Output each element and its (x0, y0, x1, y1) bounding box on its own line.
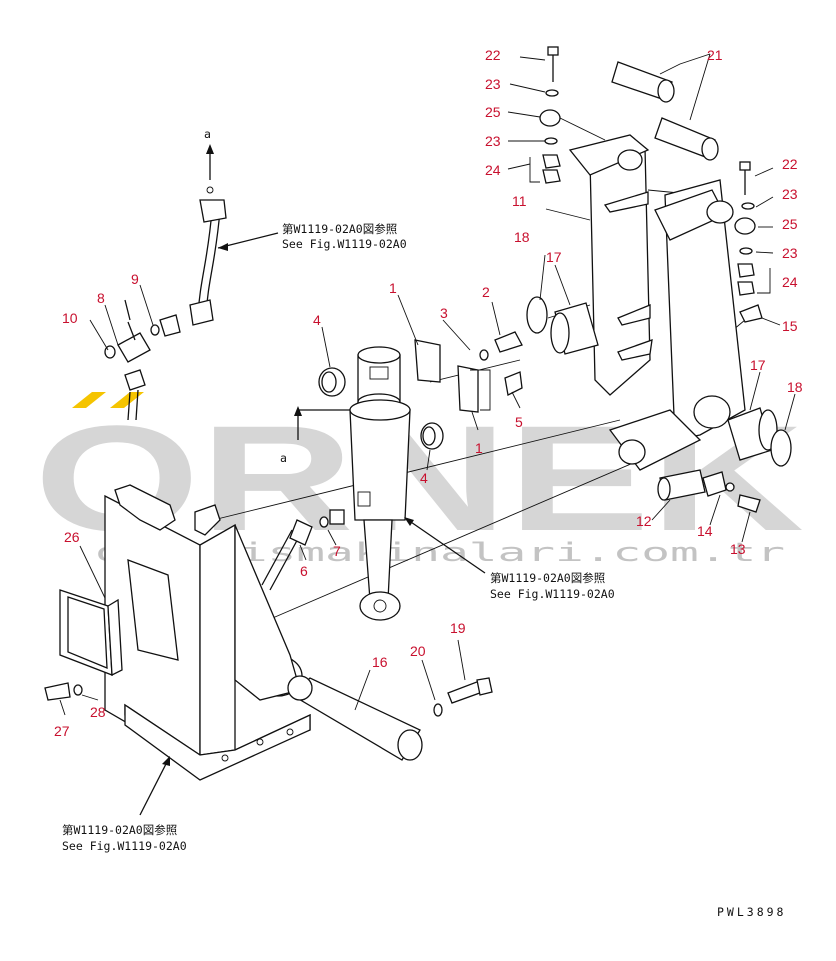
callout-4: 4 (420, 470, 428, 486)
callout-2: 2 (482, 284, 490, 300)
callout-9: 9 (131, 271, 139, 287)
callout-26: 26 (64, 529, 80, 545)
callout-25: 25 (485, 104, 501, 120)
pins-21 (611, 61, 719, 161)
ref-top-en: See Fig.W1119-02A0 (282, 237, 407, 251)
callout-13: 13 (730, 541, 746, 557)
cylinder (349, 346, 411, 621)
callout-24: 24 (782, 274, 798, 290)
leader-lines (59, 53, 796, 716)
ref-mid-en: See Fig.W1119-02A0 (490, 587, 615, 601)
arms (568, 134, 746, 471)
callout-16: 16 (372, 654, 388, 670)
reference-arrows (139, 144, 486, 816)
callout-24: 24 (485, 162, 501, 178)
callout-8: 8 (97, 290, 105, 306)
callout-1: 1 (389, 280, 397, 296)
ref-top-jp: 第W1119-02A0図参照 (282, 222, 397, 236)
callout-25: 25 (782, 216, 798, 232)
callout-28: 28 (90, 704, 106, 720)
reference-labels: 第W1119-02A0図参照 See Fig.W1119-02A0 第W1119… (62, 127, 786, 919)
callout-22: 22 (485, 47, 501, 63)
callout-14: 14 (697, 523, 713, 539)
watermark-accent (72, 392, 106, 408)
callout-18: 18 (787, 379, 803, 395)
callout-23: 23 (782, 186, 798, 202)
callout-numbers: 22 23 25 23 24 11 18 17 21 22 23 25 23 2… (54, 47, 803, 739)
callout-11: 11 (512, 193, 527, 209)
callout-23: 23 (485, 133, 501, 149)
ref-mid-jp: 第W1119-02A0図参照 (490, 571, 605, 585)
callout-20: 20 (410, 643, 426, 659)
bushings (526, 296, 792, 467)
callout-22: 22 (782, 156, 798, 172)
pin-16 (287, 675, 423, 761)
guard-plate (59, 559, 179, 677)
callout-27: 27 (54, 723, 70, 739)
callout-1: 1 (475, 440, 483, 456)
callout-5: 5 (515, 414, 523, 430)
callout-12: 12 (636, 513, 652, 529)
dust-seals (318, 367, 444, 450)
callout-7: 7 (333, 543, 341, 559)
callout-15: 15 (782, 318, 798, 334)
connection-letter-a: a (204, 127, 211, 141)
connection-letter-a: a (280, 451, 287, 465)
ref-bot-en: See Fig.W1119-02A0 (62, 839, 187, 853)
callout-6: 6 (300, 563, 308, 579)
callout-19: 19 (450, 620, 466, 636)
callout-21: 21 (707, 47, 723, 63)
callout-4: 4 (313, 312, 321, 328)
callout-10: 10 (62, 310, 78, 326)
callout-23: 23 (485, 76, 501, 92)
callout-3: 3 (440, 305, 448, 321)
callout-18: 18 (514, 229, 530, 245)
callout-17: 17 (546, 249, 562, 265)
hardware (44, 46, 763, 717)
clamps (414, 339, 479, 413)
callout-17: 17 (750, 357, 766, 373)
drawing-code: PWL3898 (717, 905, 786, 919)
callout-23: 23 (782, 245, 798, 261)
ref-bot-jp: 第W1119-02A0図参照 (62, 823, 177, 837)
watermark-accent-2 (110, 392, 144, 408)
